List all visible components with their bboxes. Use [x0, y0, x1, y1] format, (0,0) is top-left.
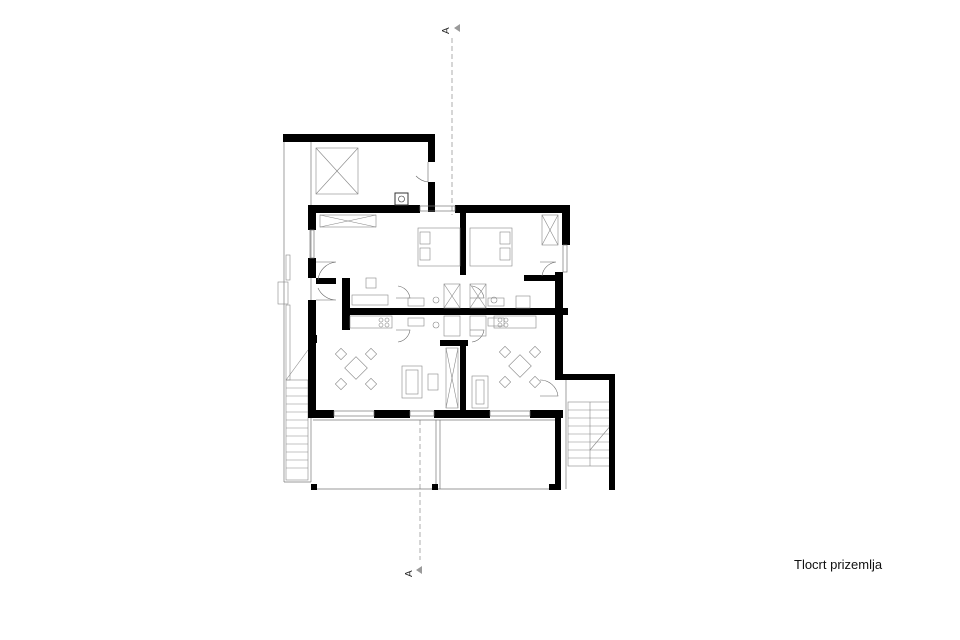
- right-staircase: [567, 401, 613, 467]
- walls: [283, 134, 615, 490]
- furniture: [315, 147, 559, 409]
- plan-title: Tlocrt prizemlja: [794, 557, 883, 572]
- section-line-a: [419, 38, 453, 560]
- windows: [309, 205, 568, 417]
- doors: [316, 162, 559, 397]
- svg-text:A: A: [441, 27, 452, 34]
- section-marker-bottom: A: [404, 566, 422, 577]
- svg-text:A: A: [404, 570, 415, 577]
- left-staircase: [277, 254, 309, 481]
- section-marker-top: A: [441, 24, 460, 34]
